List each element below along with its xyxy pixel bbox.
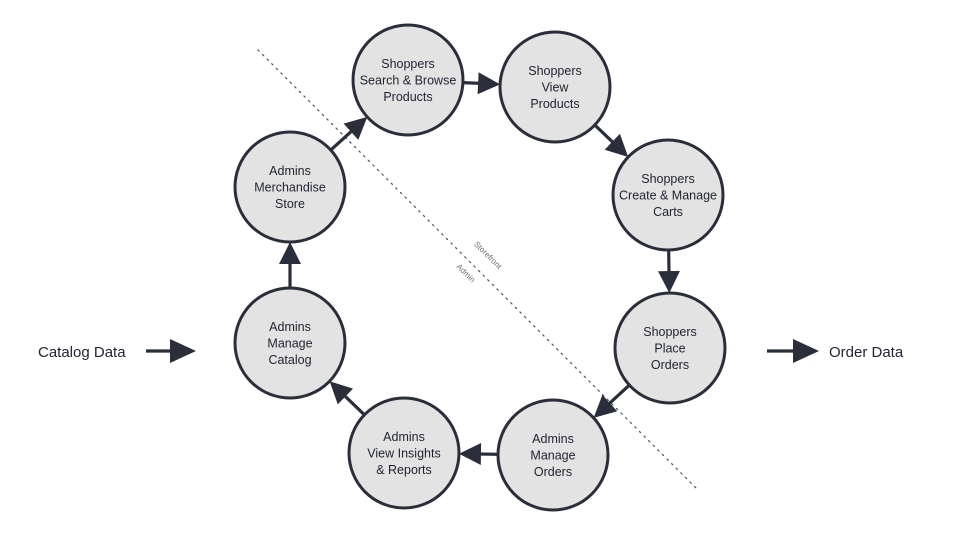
edge-catalog-to-merch-arrowhead xyxy=(279,242,301,264)
edge-orders-to-insights-arrowhead xyxy=(459,443,482,465)
edge-view-to-carts-arrowhead xyxy=(604,133,629,157)
edge-view-to-carts-line xyxy=(593,123,615,145)
node-place-label-line: Shoppers xyxy=(643,325,697,339)
region-label-admin: Admin xyxy=(455,262,477,284)
node-merch-label-line: Admins xyxy=(269,164,311,178)
node-orders-label-line: Admins xyxy=(532,432,574,446)
node-orders-circle xyxy=(496,398,610,512)
edge-insights-to-catalog-line xyxy=(342,393,366,416)
edge-search-to-view-line xyxy=(462,81,481,85)
output-label-order-data: Order Data xyxy=(829,344,904,361)
node-merch-label-line: Store xyxy=(275,197,305,211)
edge-place-to-orders-arrowhead xyxy=(593,394,618,418)
node-catalog-circle xyxy=(233,286,347,400)
output-arrow-head xyxy=(793,339,819,363)
node-catalog-label-line: Admins xyxy=(269,320,311,334)
node-carts-label-line: Create & Manage xyxy=(619,189,717,203)
edge-merch-to-search-line xyxy=(329,129,354,152)
node-catalog-label-line: Manage xyxy=(267,337,312,351)
node-orders-label-line: Manage xyxy=(530,449,575,463)
node-search-label-line: Search & Browse xyxy=(360,74,457,88)
input-arrow-head xyxy=(170,339,196,363)
node-orders-label-line: Orders xyxy=(534,465,572,479)
node-place-label-line: Place xyxy=(654,342,685,356)
node-view-label-line: Shoppers xyxy=(528,64,582,78)
edge-insights-to-catalog-arrowhead xyxy=(329,381,353,405)
node-search-circle xyxy=(351,23,465,137)
node-search-label-line: Products xyxy=(383,90,432,104)
node-view-label-line: View xyxy=(542,81,570,95)
edge-place-to-orders-line xyxy=(607,383,631,406)
node-insights-circle xyxy=(347,396,461,510)
node-carts-label-line: Shoppers xyxy=(641,172,695,186)
node-view-label-line: Products xyxy=(530,97,579,111)
node-place-label-line: Orders xyxy=(651,358,689,372)
input-label-catalog-data: Catalog Data xyxy=(38,344,126,361)
edge-search-to-view-arrowhead xyxy=(477,72,501,95)
node-search-label-line: Shoppers xyxy=(381,57,435,71)
node-merch-label-line: Merchandise xyxy=(254,181,326,195)
node-carts-label-line: Carts xyxy=(653,205,683,219)
edge-merch-to-search-arrowhead xyxy=(343,116,368,140)
node-place-circle xyxy=(613,291,727,405)
region-divider xyxy=(257,49,699,491)
region-label-storefront: Storefront xyxy=(472,240,504,272)
node-catalog-label-line: Catalog xyxy=(268,353,311,367)
node-insights-label-line: Admins xyxy=(383,430,425,444)
node-merch-circle xyxy=(233,130,347,244)
edge-carts-to-place-arrowhead xyxy=(658,270,680,293)
node-carts-circle xyxy=(611,138,725,252)
node-view-circle xyxy=(498,30,612,144)
edges-layer xyxy=(279,72,680,465)
node-insights-label-line: & Reports xyxy=(376,463,432,477)
node-insights-label-line: View Insights xyxy=(367,447,440,461)
